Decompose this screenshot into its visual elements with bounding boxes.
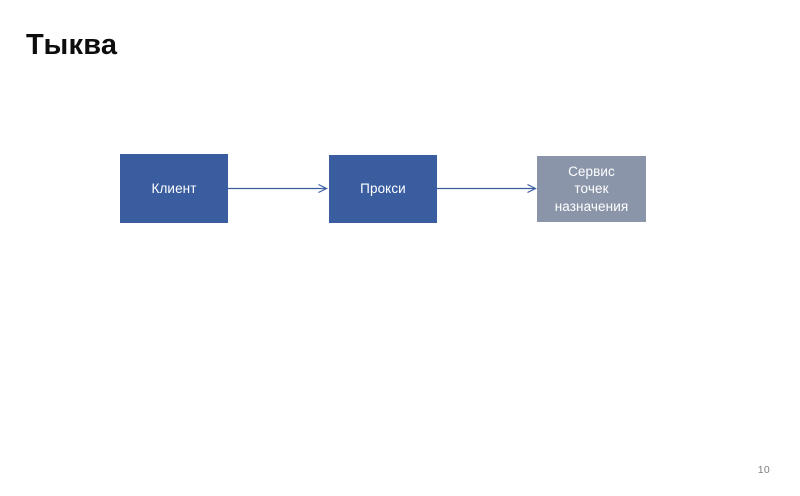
diagram-node-client[interactable]: Клиент xyxy=(120,154,228,223)
diagram-node-proxy[interactable]: Прокси xyxy=(329,155,437,223)
diagram-node-client-label: Клиент xyxy=(151,180,197,196)
diagram-node-proxy-label: Прокси xyxy=(360,181,406,197)
connector-proxy-to-destination-service xyxy=(437,183,537,194)
arrowhead-icon xyxy=(318,183,328,194)
connector-client-to-proxy xyxy=(228,183,328,194)
arrowhead-icon xyxy=(527,183,537,194)
page-title: Тыква xyxy=(26,29,118,61)
diagram-node-destination-service[interactable]: Сервис точек назначения xyxy=(537,156,646,222)
diagram-node-destination-service-label: Сервис точек назначения xyxy=(554,164,629,214)
page-number: 10 xyxy=(757,464,770,476)
